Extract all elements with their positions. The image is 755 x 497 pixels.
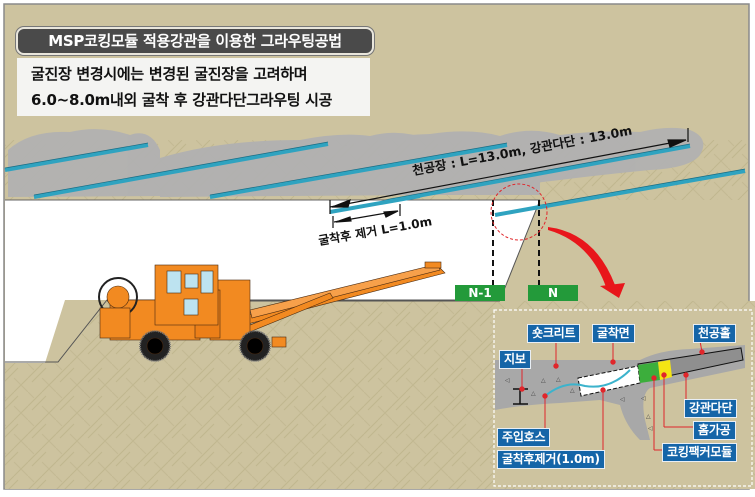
grout-zone — [8, 127, 704, 197]
callout-injection-hose: 주입호스 — [497, 428, 551, 447]
svg-text:◁: ◁ — [641, 395, 646, 402]
callout-support: 지보 — [499, 350, 531, 369]
red-arrow-icon — [548, 227, 625, 298]
svg-text:◁: ◁ — [620, 396, 625, 403]
svg-text:△: △ — [646, 413, 651, 420]
callout-removal: 굴착후제거(1.0m) — [497, 450, 605, 469]
description-line-1: 굴진장 변경시에는 변경된 굴진장을 고려하며 — [31, 65, 308, 83]
svg-text:◁: ◁ — [505, 377, 510, 384]
dimension-removal — [332, 204, 401, 228]
svg-text:△: △ — [570, 387, 575, 394]
page-title: MSP코킹모듈 적용강관을 이용한 그라우팅공법 — [16, 27, 374, 55]
callout-excavation-face: 굴착면 — [592, 324, 635, 343]
callout-groove: 홈가공 — [693, 421, 736, 440]
description-box: 굴진장 변경시에는 변경된 굴진장을 고려하며 6.0~8.0m내외 굴착 후 … — [17, 58, 370, 116]
callout-caulking-packer: 코킹팩커모듈 — [662, 443, 738, 462]
callout-drill-hole: 천공홀 — [693, 324, 736, 343]
drilling-jumbo — [98, 261, 446, 362]
svg-text:△: △ — [556, 376, 561, 383]
focus-circle — [490, 183, 548, 241]
svg-text:△: △ — [541, 377, 546, 384]
callout-steel-pipe: 강관다단 — [684, 399, 738, 418]
svg-text:△: △ — [531, 390, 536, 397]
description-line-2: 6.0~8.0m내외 굴착 후 강관다단그라우팅 시공 — [31, 91, 333, 109]
dimension-drill-length — [329, 128, 689, 214]
station-tag-n-1: N-1 — [455, 285, 505, 301]
svg-text:◁: ◁ — [648, 425, 653, 432]
callout-shotcrete: 숏크리트 — [527, 324, 581, 343]
station-tag-n: N — [528, 285, 578, 301]
